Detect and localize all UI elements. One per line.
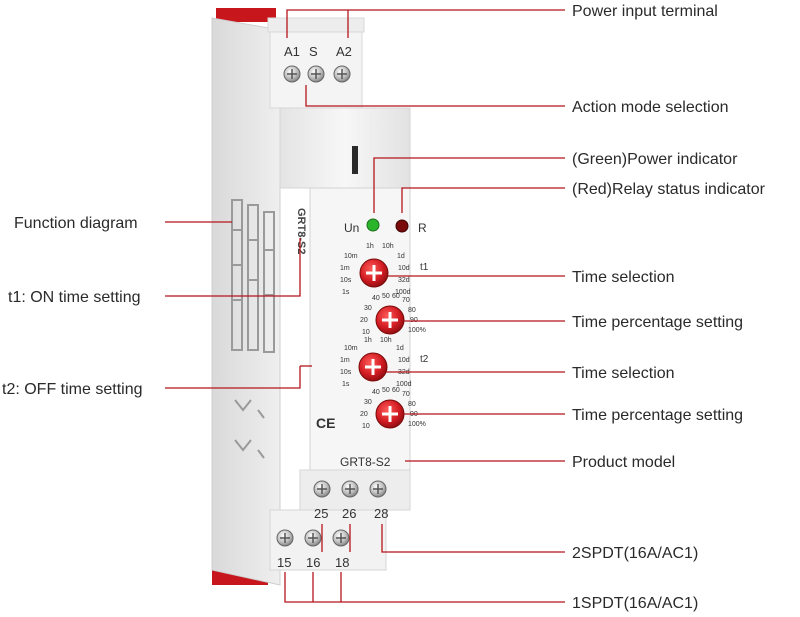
- svg-text:60: 60: [392, 387, 400, 394]
- svg-text:10s: 10s: [340, 369, 352, 376]
- svg-text:1d: 1d: [396, 345, 404, 352]
- callout-relay-indicator: (Red)Relay status indicator: [572, 181, 766, 198]
- callout-time-percentage-1: Time percentage setting: [572, 314, 743, 331]
- svg-text:10h: 10h: [382, 243, 394, 250]
- svg-text:50: 50: [382, 387, 390, 394]
- terminal-label-28: 28: [374, 506, 388, 521]
- side-model-label: GRT8-S2: [295, 208, 307, 254]
- svg-text:1h: 1h: [366, 243, 374, 250]
- svg-text:30: 30: [364, 305, 372, 312]
- screw-a1: [283, 65, 301, 83]
- leader-t1-on: [165, 238, 301, 297]
- screw-18: [332, 529, 350, 547]
- svg-text:1m: 1m: [340, 265, 350, 272]
- callout-t1-on: t1: ON time setting: [8, 289, 141, 306]
- svg-text:1d: 1d: [397, 253, 405, 260]
- svg-text:10: 10: [362, 423, 370, 430]
- body-mark: [352, 146, 358, 174]
- svg-text:10s: 10s: [340, 277, 352, 284]
- callout-2spdt: 2SPDT(16A/AC1): [572, 545, 698, 562]
- svg-text:70: 70: [402, 391, 410, 398]
- relay-device: GRT8-S2 A1 S A2 Un R 10m 1h 10h 1m 10s 1…: [211, 8, 429, 586]
- screw-s: [307, 65, 325, 83]
- screw-25: [313, 480, 331, 498]
- leader-t2-off: [165, 366, 301, 389]
- callout-t2-off: t2: OFF time setting: [2, 381, 142, 398]
- svg-text:100%: 100%: [408, 327, 426, 334]
- led-label-un: Un: [344, 221, 359, 235]
- screw-15: [276, 529, 294, 547]
- svg-text:30: 30: [364, 399, 372, 406]
- svg-text:10: 10: [362, 329, 370, 336]
- power-led: [366, 218, 380, 232]
- terminal-label-15: 15: [277, 555, 291, 570]
- callout-1spdt: 1SPDT(16A/AC1): [572, 595, 698, 612]
- terminal-label-26: 26: [342, 506, 356, 521]
- screw-28: [369, 480, 387, 498]
- svg-text:60: 60: [392, 293, 400, 300]
- relay-led: [395, 219, 409, 233]
- led-label-r: R: [418, 221, 427, 235]
- svg-text:40: 40: [372, 389, 380, 396]
- terminal-label-a2: A2: [336, 44, 352, 59]
- callout-power-input: Power input terminal: [572, 3, 718, 20]
- callout-function-diagram: Function diagram: [14, 215, 138, 232]
- svg-text:80: 80: [408, 307, 416, 314]
- callout-action-mode: Action mode selection: [572, 99, 729, 116]
- front-model-label: GRT8-S2: [340, 455, 391, 469]
- leader-1spdt: [284, 572, 565, 603]
- leader-lines: [165, 9, 565, 603]
- callout-time-selection-1: Time selection: [572, 269, 675, 286]
- svg-text:1h: 1h: [364, 337, 372, 344]
- upper-body: [279, 107, 411, 189]
- callout-time-selection-2: Time selection: [572, 365, 675, 382]
- device-side-face: [211, 17, 281, 586]
- leader-power-input: [286, 9, 565, 38]
- terminal-label-s: S: [309, 44, 318, 59]
- terminal-label-25: 25: [314, 506, 328, 521]
- screw-16: [304, 529, 322, 547]
- svg-text:100d: 100d: [396, 381, 412, 388]
- ce-mark: CE: [316, 415, 335, 431]
- svg-text:20: 20: [360, 411, 368, 418]
- svg-text:10m: 10m: [344, 253, 358, 260]
- svg-text:10m: 10m: [344, 345, 358, 352]
- terminal-label-18: 18: [335, 555, 349, 570]
- svg-text:100%: 100%: [408, 421, 426, 428]
- dial-t2-percent: 40 50 60 70 80 90 100% 30 20 10: [360, 387, 426, 430]
- leader-2spdt: [321, 524, 565, 553]
- function-diagram-graphic: [231, 199, 275, 459]
- din-clip-top: [216, 8, 276, 22]
- svg-text:40: 40: [372, 295, 380, 302]
- svg-text:1m: 1m: [340, 357, 350, 364]
- callout-product-model: Product model: [572, 454, 675, 471]
- svg-text:10d: 10d: [398, 265, 410, 272]
- leader-relay-led: [401, 187, 565, 213]
- svg-text:100d: 100d: [395, 289, 411, 296]
- svg-text:70: 70: [402, 297, 410, 304]
- screw-26: [341, 480, 359, 498]
- leader-action-mode: [305, 85, 565, 107]
- leader-power-led: [373, 157, 565, 213]
- top-terminal-cap: [267, 17, 365, 33]
- svg-text:32d: 32d: [398, 277, 410, 284]
- svg-text:10d: 10d: [398, 357, 410, 364]
- svg-text:1s: 1s: [342, 381, 350, 388]
- terminal-label-a1: A1: [284, 44, 300, 59]
- dial-label-t1: t1: [420, 262, 429, 273]
- dial-t1-percent: 40 50 60 70 80 90 100% 30 20 10: [360, 293, 426, 336]
- svg-text:50: 50: [382, 293, 390, 300]
- dial-label-t2: t2: [420, 354, 429, 365]
- screw-a2: [333, 65, 351, 83]
- svg-text:20: 20: [360, 317, 368, 324]
- callout-power-indicator: (Green)Power indicator: [572, 151, 738, 168]
- dial-t1-range: 10m 1h 10h 1m 10s 1s 1d 10d 32d 100d t1: [340, 243, 429, 296]
- svg-text:10h: 10h: [380, 337, 392, 344]
- terminal-label-16: 16: [306, 555, 320, 570]
- svg-text:1s: 1s: [342, 289, 350, 296]
- svg-text:80: 80: [408, 401, 416, 408]
- callout-time-percentage-2: Time percentage setting: [572, 407, 743, 424]
